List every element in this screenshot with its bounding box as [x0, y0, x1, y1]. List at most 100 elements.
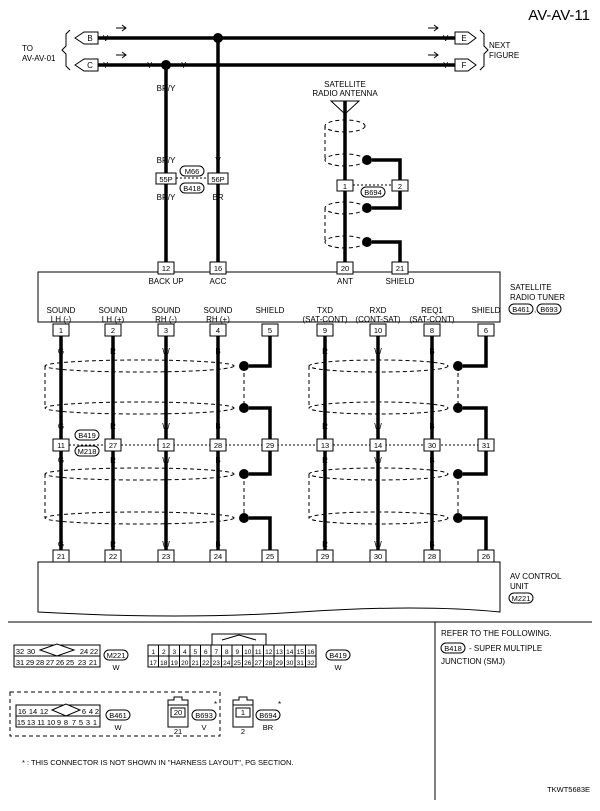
tuner-top-pin-number: 16 [214, 264, 222, 273]
connector-tag-b693-label: B693 [540, 305, 558, 314]
shield-wire [249, 406, 272, 439]
unit-pin-number: 21 [57, 552, 65, 561]
wire-color-label: W [374, 456, 382, 465]
svg-text:1: 1 [241, 708, 245, 717]
tuner-pin-label: RH (-) [155, 315, 177, 324]
tuner-pin-label: (SAT-CONT) [409, 315, 455, 324]
wire-color-label: B [215, 347, 220, 356]
tuner-top-pin-label: ANT [337, 277, 353, 286]
joint-pin-number: 28 [214, 441, 222, 450]
unit-pin-number: 28 [428, 552, 436, 561]
svg-text:W: W [112, 663, 120, 672]
svg-text:B694: B694 [259, 711, 277, 720]
b419-pin: 9 [235, 649, 239, 656]
wire-color-label: R [322, 347, 328, 356]
svg-text:22: 22 [90, 647, 98, 656]
shield-drain-dot [239, 361, 249, 371]
wire-label-br: BR [212, 193, 223, 202]
tuner-name-1: SATELLITE [510, 283, 552, 292]
connector-tag-b418-ref [440, 642, 466, 654]
svg-text:F: F [462, 61, 467, 70]
shield-ellipse [44, 467, 235, 481]
shield-ellipse [44, 359, 235, 373]
wire-color-label: G [58, 540, 64, 549]
connector-tag-b461-label: B461 [512, 305, 530, 314]
svg-text:12: 12 [40, 707, 48, 716]
tuner-pin-label: TXD [317, 306, 333, 315]
connector-pin-label: 2 [398, 182, 402, 191]
b419-pin: 5 [193, 649, 197, 656]
b419-pin: 31 [297, 660, 305, 667]
off-page-connector-f: F [454, 58, 477, 72]
svg-text:B461: B461 [109, 711, 127, 720]
figure-code: TKWT5683E [547, 785, 590, 794]
svg-text:2: 2 [241, 727, 245, 736]
tuner-top-pin-label: BACK UP [148, 277, 183, 286]
off-page-connector-b: B [74, 31, 99, 45]
svg-text:V: V [201, 723, 206, 732]
b419-pin: 7 [214, 649, 218, 656]
legend-connector-b693: 20 21 B693 * V [167, 696, 217, 736]
joint-pin-box [157, 438, 175, 452]
svg-text:E: E [461, 34, 466, 43]
connector-tag-m66 [179, 165, 205, 177]
shield-wire [463, 516, 488, 550]
b419-pin: 27 [255, 660, 263, 667]
wire-color-label: W [162, 347, 170, 356]
wire-color-label: W [162, 540, 170, 549]
svg-text:M221: M221 [107, 651, 126, 660]
shield-wire [249, 336, 272, 368]
svg-text:B: B [87, 34, 92, 43]
svg-text:21: 21 [89, 658, 97, 667]
b419-pin: 20 [181, 660, 189, 667]
tuner-name-2: RADIO TUNER [510, 293, 565, 302]
b419-pin: 24 [223, 660, 231, 667]
tuner-top-pin-label: SHIELD [386, 277, 415, 286]
wire-label-v: V [215, 156, 221, 165]
harness-connector-55p-label: 55P [159, 175, 172, 184]
svg-text:14: 14 [29, 707, 37, 716]
b419-pin: 23 [213, 660, 221, 667]
arrow-icon [428, 51, 439, 59]
b419-pin: 18 [160, 660, 168, 667]
tuner-bottom-pin-number: 3 [164, 326, 168, 335]
wire-color-label: R [110, 540, 116, 549]
connector-tag-b694 [360, 186, 386, 198]
connector-tag-b461 [508, 303, 534, 315]
shield-drain-dot [453, 361, 463, 371]
tuner-bottom-pin-number: 6 [484, 326, 488, 335]
svg-text:7: 7 [72, 718, 76, 727]
svg-text:3: 3 [86, 718, 90, 727]
b419-pin: 30 [286, 660, 294, 667]
joint-connector-row: 112712282913143031112712282913143031 [52, 438, 495, 452]
shield-ellipse [44, 401, 235, 415]
b419-pin: 1 [151, 649, 155, 656]
svg-text:26: 26 [56, 658, 64, 667]
connector-tag-b419 [74, 429, 100, 441]
svg-text:,: , [534, 305, 536, 314]
tuner-bottom-pin-number: 5 [268, 326, 272, 335]
b419-pin: 32 [307, 660, 315, 667]
shield-drain-dot [239, 513, 249, 523]
refer-conn-label: B418 [444, 644, 462, 653]
svg-text:24: 24 [80, 647, 88, 656]
wire-label-bry: BR/Y [157, 156, 176, 165]
wire-color-label: B [429, 422, 434, 431]
antenna-label-1: SATELLITE [324, 80, 366, 89]
b419-pin: 14 [286, 649, 294, 656]
joint-pin-number: 31 [482, 441, 490, 450]
joint-pin-box [104, 438, 122, 452]
b419-pin: 19 [171, 660, 179, 667]
svg-text:4: 4 [89, 707, 93, 716]
wire-label-v-left: V [103, 34, 109, 43]
connector-tag-m218-label: M218 [78, 447, 97, 456]
wire-color-label: W [162, 456, 170, 465]
wire-color-label: B [215, 456, 220, 465]
wire-color-label: B [215, 422, 220, 431]
b419-pin: 15 [297, 649, 305, 656]
shield-drain-dot [453, 403, 463, 413]
page-id: AV-AV-11 [528, 7, 590, 24]
svg-text:B419: B419 [329, 651, 347, 660]
wire-color-label: R [322, 456, 328, 465]
